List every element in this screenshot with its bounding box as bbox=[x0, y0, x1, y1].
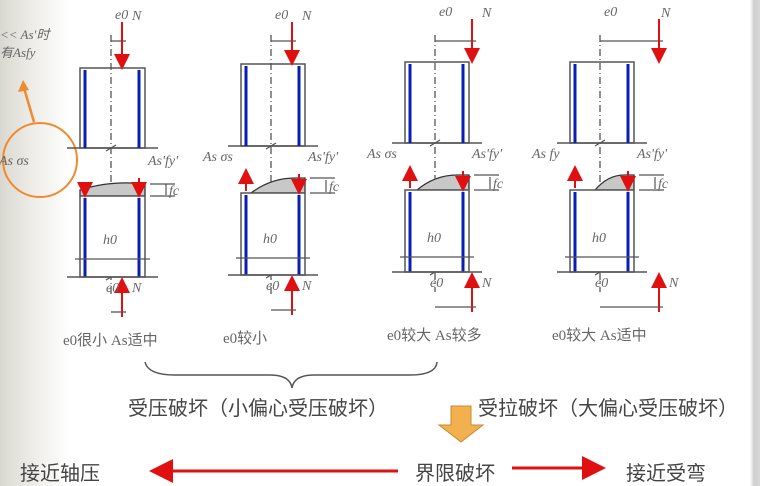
n-label-top: N bbox=[482, 6, 492, 21]
compression-steel-force-label: As'fy' bbox=[308, 150, 339, 165]
note-line-1: << As'时 bbox=[0, 27, 50, 42]
e0-label-bottom: e0 bbox=[266, 279, 280, 294]
tension-failure-label: 受拉破坏（大偏心受压破坏） bbox=[478, 398, 738, 420]
h0-label: h0 bbox=[103, 233, 117, 248]
e0-label-top: e0 bbox=[604, 5, 618, 20]
e0-label-top: e0 bbox=[439, 5, 453, 20]
n-label-bottom: N bbox=[132, 281, 142, 296]
e0-label-bottom: e0 bbox=[106, 281, 120, 296]
n-label-bottom: N bbox=[482, 276, 492, 291]
concrete-stress-block bbox=[249, 177, 306, 194]
compression-steel-force-label: As'fy' bbox=[637, 147, 668, 162]
column-upper-block bbox=[569, 61, 635, 144]
note-line-2: 有Asfy bbox=[0, 45, 36, 60]
fc-label: fc bbox=[658, 177, 669, 192]
compression-steel-force-label: As'fy' bbox=[148, 154, 179, 169]
balanced-failure-label: 界限破坏 bbox=[415, 463, 495, 485]
column-lower-block bbox=[79, 195, 146, 278]
near-axial-label: 接近轴压 bbox=[20, 463, 100, 485]
highlight-arrowhead-icon bbox=[18, 80, 29, 92]
column-upper-block bbox=[240, 63, 306, 147]
h0-label: h0 bbox=[427, 231, 441, 246]
case-caption: e0较小 bbox=[223, 331, 268, 347]
case-caption: e0很小 As适中 bbox=[63, 333, 158, 349]
e0-label-bottom: e0 bbox=[430, 276, 444, 291]
case-caption: e0较大 As适中 bbox=[552, 328, 647, 344]
fc-label: fc bbox=[329, 180, 340, 195]
n-label-top: N bbox=[661, 6, 671, 21]
fc-label: fc bbox=[169, 184, 180, 199]
e0-label-bottom: e0 bbox=[595, 276, 609, 291]
compression-steel-force-label: As'fy' bbox=[472, 147, 503, 162]
column-upper-block bbox=[404, 61, 470, 144]
tension-steel-force-label: As fy bbox=[532, 147, 560, 162]
compression-failure-label: 受压破坏（小偏心受压破坏） bbox=[128, 398, 388, 420]
e0-label-top: e0 bbox=[115, 8, 129, 23]
n-label-bottom: N bbox=[302, 279, 312, 294]
column-lower-block bbox=[404, 189, 470, 273]
near-flexure-label: 接近受弯 bbox=[626, 463, 706, 485]
down-arrow-icon bbox=[437, 405, 485, 443]
tension-steel-force-label: As σs bbox=[0, 154, 29, 169]
case-caption: e0较大 As较多 bbox=[387, 328, 482, 344]
column-upper-block bbox=[79, 67, 146, 149]
column-lower-block bbox=[240, 192, 306, 276]
tension-steel-force-label: As σs bbox=[203, 150, 233, 165]
tension-steel-force-label: As σs bbox=[367, 147, 397, 162]
highlight-circle bbox=[2, 122, 78, 198]
n-label-top: N bbox=[132, 9, 142, 24]
highlight-arrow bbox=[22, 87, 36, 123]
group-brace bbox=[144, 361, 438, 389]
fc-label: fc bbox=[493, 177, 504, 192]
concrete-stress-block bbox=[415, 174, 470, 191]
h0-label: h0 bbox=[592, 231, 606, 246]
e0-label-top: e0 bbox=[275, 8, 289, 23]
n-label-bottom: N bbox=[669, 276, 679, 291]
h0-label: h0 bbox=[263, 232, 277, 247]
n-label-top: N bbox=[302, 9, 312, 24]
concrete-stress-block bbox=[79, 182, 146, 197]
